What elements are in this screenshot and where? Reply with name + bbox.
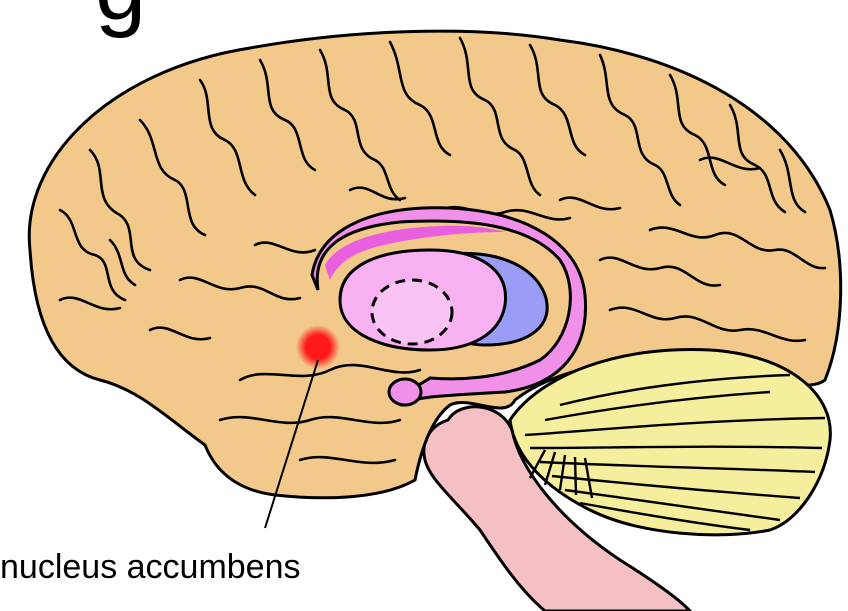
dashed-region	[372, 280, 452, 344]
mammillary-body	[389, 379, 421, 405]
nucleus-accumbens-label: nucleus accumbens	[0, 548, 301, 587]
